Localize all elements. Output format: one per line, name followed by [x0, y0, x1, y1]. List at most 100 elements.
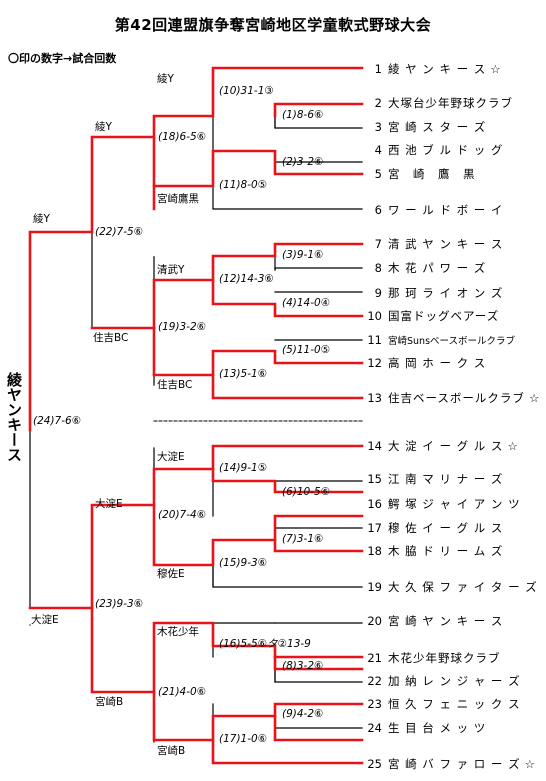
team-name: 大 久 保 フ ァ イ タ ー ズ — [388, 580, 538, 594]
team-name: 国富ドッグベアーズ — [388, 309, 500, 323]
winner-label: 大淀E — [157, 451, 185, 463]
game-score: (23)9-3⑥ — [95, 598, 144, 610]
team-name: 住吉ベースボールクラブ — [388, 391, 525, 405]
team-number: 2 — [374, 96, 382, 110]
team-row: 13 住吉ベースボールクラブ☆ — [364, 391, 539, 405]
team-name: 穆 佐 イ ー グ ル ス — [388, 521, 504, 535]
team-number: 22 — [367, 674, 382, 688]
team-number: 5 — [374, 167, 382, 181]
team-number: 13 — [367, 391, 382, 405]
team-number: 10 — [367, 309, 382, 323]
bracket-red-lines — [28, 66, 364, 765]
team-row: 7 清 武 ヤ ン キ ー ス — [364, 237, 503, 251]
game-score: (7)3-1⑥ — [282, 533, 324, 545]
game-score: (1)8-6⑥ — [282, 109, 324, 121]
team-number: 6 — [374, 203, 382, 217]
winner-label: 綾Y — [95, 121, 112, 133]
team-row: 21 木花少年野球クラブ — [364, 651, 501, 665]
legend-note: 〇印の数字→試合回数 — [8, 52, 117, 65]
team-name: 木花少年野球クラブ — [388, 651, 501, 665]
team-row: 3 宮 崎 ス タ ー ズ — [364, 120, 486, 134]
seed-star-icon: ☆ — [524, 757, 535, 771]
game-score: (12)14-3⑥ — [219, 273, 274, 285]
winner-label: 綾Y — [157, 73, 174, 85]
game-score: (10)31-1③ — [219, 85, 274, 97]
seed-star-icon: ☆ — [490, 62, 501, 76]
game-score: (20)7-4⑥ — [158, 509, 207, 521]
game-score: (16)5-5⑥タ②13-9 — [219, 638, 311, 650]
team-number: 11 — [367, 333, 382, 347]
team-name: 恒 久 フ ェ ニ ッ ク ス — [388, 697, 521, 711]
team-row: 11 宮崎Sunsベースボールクラブ — [364, 333, 515, 349]
seed-star-icon: ☆ — [507, 439, 518, 453]
team-name: 宮 崎 ス タ ー ズ — [388, 120, 487, 134]
winner-label: 宮崎B — [157, 745, 186, 757]
team-name: 大 淀 イ ー グ ル ス — [388, 439, 504, 453]
team-row: 14 大 淀 イ ー グ ル ス☆ — [364, 439, 518, 453]
team-row: 12 高 岡 ホ ー ク ス — [364, 356, 486, 370]
team-name: 清 武 ヤ ン キ ー ス — [388, 237, 504, 251]
team-row: 19 大 久 保 フ ァ イ タ ー ズ — [364, 580, 538, 594]
seed-star-icon: ☆ — [528, 391, 540, 405]
game-score: (21)4-0⑥ — [158, 686, 207, 698]
team-number: 1 — [374, 62, 382, 76]
winner-label: 宮崎鷹黒 — [157, 193, 199, 205]
game-score: (9)4-2⑥ — [282, 708, 324, 720]
game-score: (3)9-1⑥ — [282, 249, 324, 261]
team-name: 木 脇 ド リ ー ム ズ — [388, 544, 504, 558]
team-number: 3 — [374, 120, 382, 134]
team-number: 19 — [367, 580, 382, 594]
team-name: 宮 崎 鷹 黒 — [388, 167, 476, 181]
team-number: 15 — [367, 472, 382, 486]
winner-label: 宮崎B — [95, 696, 124, 708]
team-name: 木 花 パ ワ ー ズ — [388, 261, 487, 275]
team-number: 21 — [367, 651, 382, 665]
game-score: (22)7-5⑥ — [95, 226, 144, 238]
winner-label: 大淀E — [31, 614, 59, 626]
team-number: 4 — [374, 143, 382, 157]
game-score: (5)11-0⑤ — [282, 344, 331, 356]
champion-label: 綾ヤンキース — [5, 372, 23, 462]
team-number: 14 — [367, 439, 382, 453]
team-number: 7 — [374, 237, 382, 251]
game-score: (17)1-0⑥ — [219, 733, 268, 745]
team-row: 1 綾 ヤ ン キ ー ス☆ — [364, 62, 501, 76]
tournament-title: 第42回連盟旗争奪宮崎地区学童軟式野球大会 — [114, 16, 432, 34]
winner-label: 住吉BC — [93, 332, 129, 344]
game-score: (4)14-0④ — [282, 297, 331, 309]
team-name: 大塚台少年野球クラブ — [388, 96, 513, 110]
game-score: (15)9-3⑥ — [219, 557, 268, 569]
team-number: 9 — [374, 286, 382, 300]
team-name: 高 岡 ホ ー ク ス — [388, 356, 487, 370]
game-score: (18)6-5⑥ — [158, 131, 207, 143]
team-name: 生 目 台 メ ッ ツ — [388, 721, 487, 735]
team-name: 宮崎Sunsベースボールクラブ — [388, 336, 516, 347]
team-name: 綾 ヤ ン キ ー ス — [388, 62, 487, 76]
winner-label: 住吉BC — [157, 379, 193, 391]
winner-label: 木花少年 — [157, 626, 199, 638]
team-name: 加 納 レ ン ジ ャ ー ズ — [388, 674, 521, 688]
team-row: 22 加 納 レ ン ジ ャ ー ズ — [364, 674, 521, 688]
game-score: (2)3-2⑥ — [282, 156, 324, 168]
team-row: 5 宮 崎 鷹 黒 — [364, 167, 476, 181]
team-number: 20 — [367, 614, 382, 628]
team-number: 8 — [374, 261, 382, 275]
team-row: 10 国富ドッグベアーズ — [364, 309, 499, 323]
winner-label: 綾Y — [33, 213, 50, 225]
winner-label: 清武Y — [157, 264, 185, 276]
game-score: (13)5-1⑥ — [219, 368, 268, 380]
game-score: (6)10-5⑥ — [282, 486, 331, 498]
team-number: 12 — [367, 356, 382, 370]
game-score: (11)8-0⑤ — [219, 179, 268, 191]
